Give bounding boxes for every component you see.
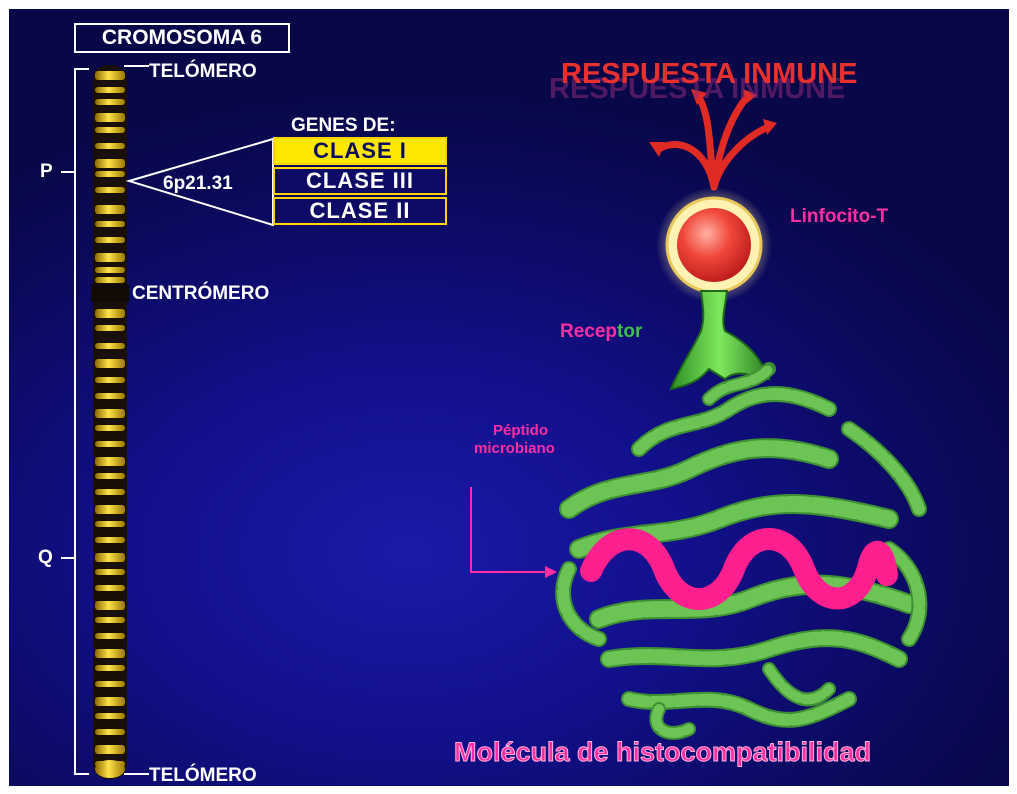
telomere-top-label: TELÓMERO [149, 61, 257, 82]
t-lymphocyte [656, 187, 772, 303]
chromosome-band [95, 71, 125, 80]
protein-ribbon [602, 631, 906, 666]
chromosome-band [95, 277, 125, 283]
chromosome-band [95, 729, 125, 735]
protein-ribbon [764, 664, 834, 705]
receptor-label: Receptor [560, 321, 642, 343]
class-iii-box: CLASE III [273, 167, 447, 195]
chromosome-band [95, 171, 125, 177]
response-arrowheads [649, 89, 777, 157]
lymphocyte-label: Linfocito-T [790, 206, 889, 227]
protein-ribbon [633, 388, 835, 455]
telomere-bottom-label: TELÓMERO [149, 765, 257, 786]
chromosome-band [95, 113, 125, 122]
chromosome-band [95, 425, 125, 431]
chromosome-band [95, 359, 125, 368]
immune-response-title: RESPUESTA INMUNE [561, 58, 858, 90]
chromosome-band [95, 713, 125, 719]
chromosome-band [95, 489, 125, 495]
protein-ribbon [883, 543, 926, 645]
chromosome-band [95, 441, 125, 447]
chromosome-band [95, 617, 125, 623]
chromosome-band [95, 87, 125, 93]
chromosome-band [95, 745, 125, 754]
chromosome-band [95, 569, 125, 575]
chromosome-band [95, 309, 125, 318]
receptor-shape [669, 290, 771, 391]
chromosome-band [95, 633, 125, 639]
chromosome-band [95, 393, 125, 399]
chromosome-6 [91, 65, 129, 779]
chromosome-band [95, 237, 125, 243]
protein-ribbon [557, 563, 605, 645]
chromosome-band [95, 505, 125, 514]
chromosome-band [95, 143, 125, 149]
chromosome-band [95, 127, 125, 133]
chromosome-band [95, 187, 125, 193]
chromosome-band [95, 601, 125, 610]
chromosome-band [95, 409, 125, 418]
diagram-canvas: CROMOSOMA 6 TELÓMERO P 6p21.31 CENTRÓMER… [9, 9, 1009, 786]
chromosome-band [95, 521, 125, 527]
chromosome-band [95, 585, 125, 591]
chromosome-band [95, 473, 125, 479]
immune-response-shadow: RESPUESTA INMUNE [549, 73, 846, 105]
chromosome-band [95, 159, 125, 168]
locus-label: 6p21.31 [163, 173, 233, 194]
chromosome-band [95, 665, 125, 671]
peptide-pointer [470, 487, 557, 578]
chromosome-band [95, 325, 125, 331]
chromosome-band [95, 457, 125, 466]
chromosome-bands [95, 71, 125, 778]
peptide-label-line1: Péptido [493, 422, 548, 439]
peptide-label-line2: microbiano [474, 440, 555, 457]
chromosome-band [95, 205, 125, 214]
chromosome-band [95, 697, 125, 706]
chromosome-band [95, 553, 125, 562]
chromosome-band [95, 760, 125, 778]
receptor-label-part1: Recep [560, 321, 618, 342]
chromosome-band [95, 377, 125, 383]
response-arrows [655, 93, 773, 191]
protein-ribbon [623, 693, 855, 726]
chromosome-band [95, 343, 125, 349]
chromosome-bracket [61, 65, 149, 775]
protein-ribbon [843, 423, 925, 515]
arm-q-label: Q [38, 547, 53, 568]
microbial-peptide [580, 528, 898, 610]
chromosome-band [95, 253, 125, 262]
class-i-box: CLASE I [273, 137, 447, 165]
mhc-protein [555, 362, 928, 740]
chromosome-band [95, 681, 125, 687]
chromosome-band [95, 221, 125, 227]
chromosome-band [95, 267, 125, 273]
protein-ribbon [704, 364, 774, 404]
chromosome-band [95, 99, 125, 105]
chromosome-band [95, 649, 125, 658]
chromosome-title: CROMOSOMA 6 [74, 23, 290, 53]
chromosome-band [95, 537, 125, 543]
arm-p-label: P [40, 161, 53, 182]
receptor-label-part2: tor [617, 321, 643, 342]
protein-ribbon [561, 440, 837, 517]
centromere-label: CENTRÓMERO [132, 283, 270, 304]
genes-heading: GENES DE: [291, 115, 396, 136]
protein-ribbon [651, 704, 694, 738]
class-ii-box: CLASE II [273, 197, 447, 225]
molecule-label: Molécula de histocompatibilidad [453, 737, 872, 768]
diagram-graphics [61, 65, 928, 779]
